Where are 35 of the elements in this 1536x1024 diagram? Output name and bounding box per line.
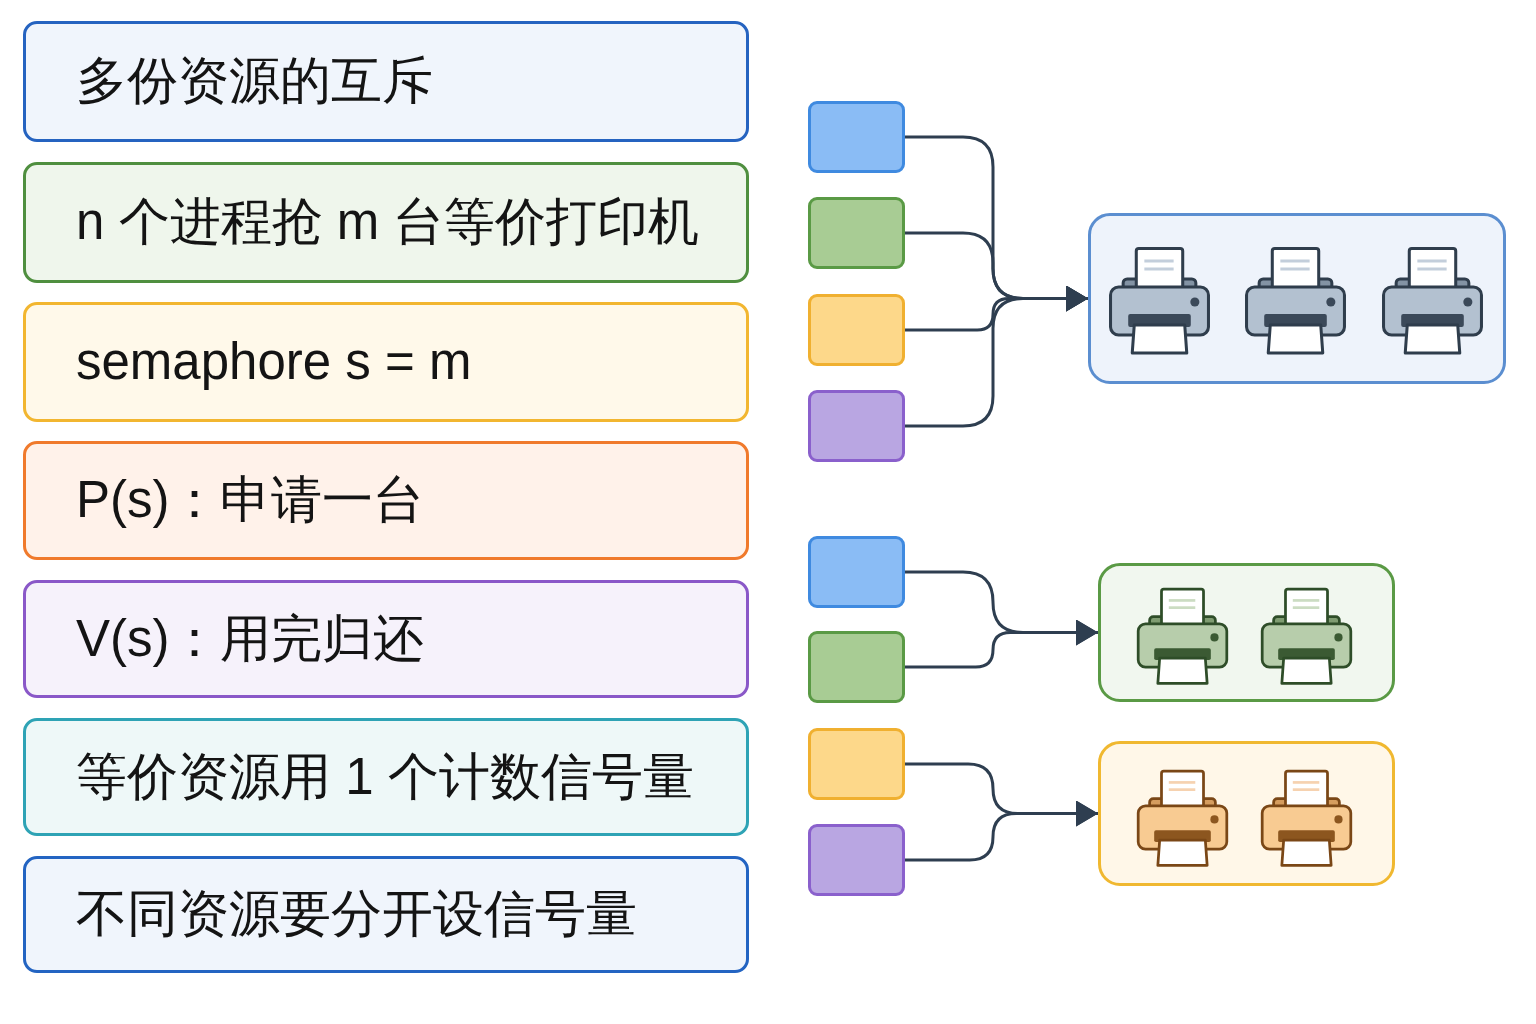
square-tile: [808, 536, 905, 608]
printer-icon: [1243, 245, 1348, 357]
printer-icon: [1135, 586, 1230, 687]
note-box: [23, 162, 749, 283]
square-tile: [808, 197, 905, 269]
note-text: 不同资源要分开设信号量: [76, 885, 638, 944]
note-box: [23, 21, 749, 142]
note-box: [23, 718, 749, 836]
note-box: [23, 441, 749, 560]
note-text: 多份资源的互斥: [76, 52, 434, 111]
printer-icon: [1135, 768, 1230, 869]
note-text: semaphore s = m: [76, 332, 473, 392]
note-text: 等价资源用 1 个计数信号量: [76, 747, 695, 807]
square-tile: [808, 294, 905, 366]
printer-panel: [1098, 741, 1395, 886]
note-text: V(s)：用完归还: [76, 609, 426, 669]
printer-panel: [1098, 563, 1395, 702]
printer-icon: [1259, 768, 1354, 869]
printer-icon: [1380, 245, 1485, 357]
square-tile: [808, 631, 905, 703]
note-box: [23, 580, 749, 698]
square-tile: [808, 101, 905, 173]
square-tile: [808, 390, 905, 462]
connector-arrow: [905, 285, 1088, 428]
connector-arrow: [905, 800, 1098, 862]
note-box: [23, 302, 749, 422]
printer-panel: [1088, 213, 1506, 384]
note-text: P(s)：申请一台: [76, 471, 426, 530]
connector-arrow: [905, 619, 1098, 669]
square-tile: [808, 728, 905, 800]
printer-icon: [1259, 586, 1354, 687]
square-tile: [808, 824, 905, 896]
printer-icon: [1107, 245, 1212, 357]
note-text: n 个进程抢 m 台等价打印机: [76, 193, 701, 252]
note-box: [23, 856, 749, 973]
